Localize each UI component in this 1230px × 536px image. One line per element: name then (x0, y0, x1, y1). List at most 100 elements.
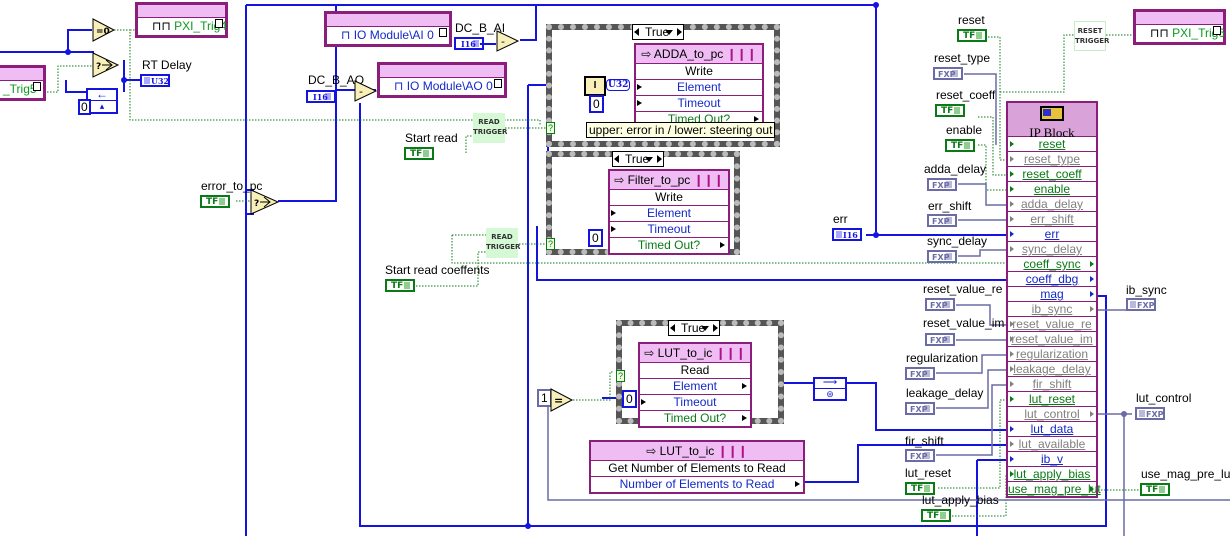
wire-numeric (359, 103, 1107, 527)
wire-numeric (804, 444, 1006, 483)
fifo-lut-to-ic-read[interactable]: ⇨ LUT_to_ic ❙❙❙ Read Element Timeout Tim… (638, 342, 752, 428)
start-read-control[interactable]: TF (404, 147, 434, 160)
ip-block-terminal-adda-delay[interactable]: adda_delay (1008, 197, 1096, 212)
lut-apply-bias-control[interactable]: TF (921, 509, 951, 522)
ip-block-terminal-sync-delay[interactable]: sync_delay (1008, 242, 1096, 257)
leakage-delay-control[interactable]: FXP (905, 402, 935, 415)
enable-control[interactable]: TF (945, 139, 975, 152)
io-node-pxi-trig5[interactable]: _Trig5 (0, 65, 46, 101)
adda-delay-control[interactable]: FXP (927, 178, 957, 191)
ip-block-terminal-reset-type[interactable]: reset_type (1008, 152, 1096, 167)
feedback-node[interactable]: ← ▴ (86, 88, 118, 114)
case-selector-adda[interactable]: True (632, 24, 685, 40)
ip-block-terminal-coeff-dbg[interactable]: coeff_dbg (1008, 272, 1096, 287)
equal-node[interactable]: = (550, 388, 574, 412)
ip-block-terminal-use-mag-pre-lut[interactable]: use_mag_pre_lut (1008, 482, 1101, 496)
select-node[interactable]: ? (92, 52, 120, 78)
ip-block-terminal-lut-available[interactable]: lut_available (1008, 437, 1096, 452)
ip-block-terminal-ib-v[interactable]: ib_v (1008, 452, 1096, 467)
output-arrow-icon (1090, 411, 1094, 417)
fifo-arrow-icon: ⇨ (614, 173, 628, 187)
fifo-output-count: Number of Elements to Read (591, 477, 803, 492)
ip-block-terminal-fir-shift[interactable]: fir_shift (1008, 377, 1096, 392)
ip-block-terminal-lut-control[interactable]: lut_control (1008, 407, 1096, 422)
build-array-node[interactable]: ⟶ ⊛ (813, 377, 847, 401)
lut-reset-control[interactable]: TF (905, 482, 935, 495)
start-read-label: Start read (405, 131, 458, 145)
ip-block-terminal-regularization[interactable]: regularization (1008, 347, 1096, 362)
fir-shift-control[interactable]: FXP (905, 449, 935, 462)
wire-fxp (936, 384, 1006, 456)
ip-block-terminal-reset-value-im[interactable]: reset_value_im (1008, 332, 1096, 347)
leakage-delay-label: leakage_delay (906, 386, 984, 400)
ip-block-terminal-reset-coeff[interactable]: reset_coeff (1008, 167, 1096, 182)
fifo-lut-to-ic-count[interactable]: ⇨ LUT_to_ic ❙❙❙ Get Number of Elements t… (589, 440, 805, 494)
ip-block-terminal-ib-sync[interactable]: ib_sync (1008, 302, 1096, 317)
ib-sync-indicator[interactable]: FXP (1126, 298, 1156, 311)
wire-fxp (936, 369, 1006, 409)
reset-type-control[interactable]: FXP (933, 67, 963, 80)
ip-block-terminal-label: lut_apply_bias (1013, 467, 1091, 481)
fifo-filter-to-pc[interactable]: ⇨ Filter_to_pc ❙❙❙ Write Element Timeout… (608, 169, 730, 255)
subtract-node-ai[interactable]: - (496, 30, 520, 52)
ip-block-terminal-lut-apply-bias[interactable]: lut_apply_bias (1008, 467, 1096, 482)
io-node-ai0[interactable]: ⊓ IO Module\AI 0 (324, 11, 452, 47)
input-arrow-icon (1010, 471, 1014, 477)
decrement-arrow-icon (670, 324, 675, 332)
regularization-control[interactable]: FXP (905, 367, 935, 380)
timeout-constant-adda[interactable]: 0 (589, 95, 604, 113)
reset-value-re-control[interactable]: FXP (925, 298, 955, 311)
rt-delay-indicator[interactable]: U32 (140, 74, 170, 87)
fifo-input-timeout: Timeout (640, 395, 750, 411)
ip-block-terminal-lut-reset[interactable]: lut_reset (1008, 392, 1096, 407)
select-node-error[interactable]: ? (250, 189, 280, 215)
err-shift-control[interactable]: FXP (927, 214, 957, 227)
io-node-pxi-trig4[interactable]: ⊓⊓ PXI_Trig4 (135, 2, 228, 38)
ip-block-terminal-coeff-sync[interactable]: coeff_sync (1008, 257, 1096, 272)
wire-junction (65, 49, 71, 55)
fifo-method: Write (636, 64, 762, 80)
wire-junction (1121, 411, 1127, 417)
dc-b-ai-control[interactable]: I16 (454, 37, 484, 50)
ip-block-terminal-err[interactable]: err (1008, 227, 1096, 242)
timeout-constant-filter[interactable]: 0 (588, 229, 603, 247)
io-node-ao0[interactable]: ⊓ IO Module\AO 0 (377, 62, 507, 98)
err-indicator[interactable]: I16 (832, 228, 862, 241)
reset-coeff-control[interactable]: TF (935, 104, 965, 117)
timeout-constant-lut[interactable]: 0 (622, 390, 637, 408)
ip-block-terminal-reset[interactable]: reset (1008, 137, 1096, 152)
equal-zero-node[interactable]: =0 (92, 18, 116, 42)
error-to-pc-control[interactable]: TF (200, 195, 230, 208)
ip-block-terminal-enable[interactable]: enable (1008, 182, 1096, 197)
ip-block-terminal-lut-data[interactable]: lut_data (1008, 422, 1096, 437)
join-numbers-node[interactable]: I (584, 76, 606, 96)
svg-text:?: ? (96, 62, 101, 72)
feedback-init-constant[interactable]: 0 (78, 99, 91, 115)
increment-arrow-icon (713, 324, 719, 332)
dc-b-ao-control[interactable]: I16 (306, 90, 336, 103)
ip-block-terminal-label: lut_reset (1028, 392, 1076, 406)
ip-block-terminal-reset-value-re[interactable]: reset_value_re (1008, 317, 1096, 332)
wire-boolean (978, 116, 1006, 176)
io-node-pxi-trig6[interactable]: ⊓⊓ PXI_Trig6 (1133, 9, 1226, 45)
svg-text:?: ? (254, 199, 259, 209)
use-mag-pre-lut-indicator[interactable]: TF (1140, 483, 1170, 496)
chevron-down-icon (665, 30, 674, 35)
use-mag-pre-lut-label: use_mag_pre_lut (1141, 467, 1230, 481)
subtract-node-ao[interactable]: - (354, 80, 378, 102)
reset-value-im-control[interactable]: FXP (925, 333, 955, 346)
lut-control-indicator[interactable]: FXP (1135, 407, 1165, 420)
case-selector-filter[interactable]: True (612, 151, 665, 167)
ip-block-terminal-err-shift[interactable]: err_shift (1008, 212, 1096, 227)
reset-control[interactable]: TF (957, 29, 987, 42)
ip-block-terminal-mag[interactable]: mag (1008, 287, 1096, 302)
ip-block-terminal-label: regularization (1015, 347, 1089, 361)
wire-boolean (570, 371, 614, 401)
sync-delay-control[interactable]: FXP (927, 250, 957, 263)
ip-block-terminal-leakage-delay[interactable]: leakage_delay (1008, 362, 1096, 377)
start-read-coeffs-control[interactable]: TF (385, 279, 415, 292)
case-selector-lut[interactable]: True (668, 320, 721, 336)
input-arrow-icon (1010, 231, 1014, 237)
fifo-adda-to-pc[interactable]: ⇨ ADDA_to_pc ❙❙❙ Write Element Timeout T… (634, 43, 764, 129)
